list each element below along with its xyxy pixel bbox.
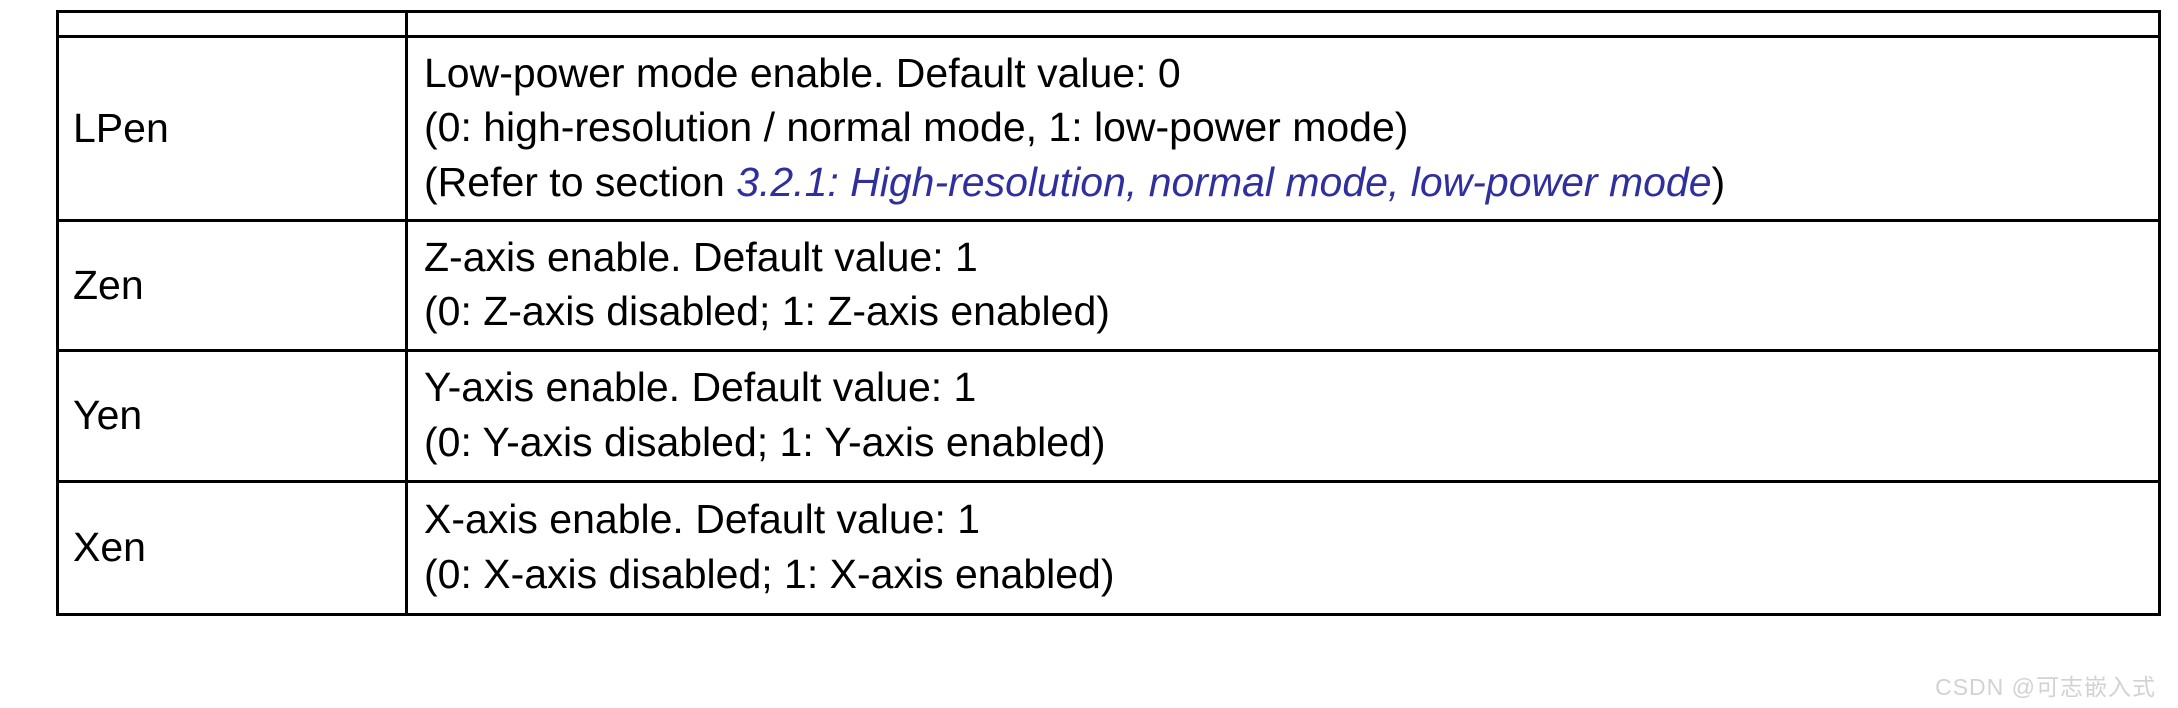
description-line: (0: Y-axis disabled; 1: Y-axis enabled) xyxy=(424,418,1106,465)
description-yen: Y-axis enable. Default value: 1 (0: Y-ax… xyxy=(405,348,2161,483)
table-row-xen: Xen X-axis enable. Default value: 1 (0: … xyxy=(56,479,2161,616)
table-row-yen: Yen Y-axis enable. Default value: 1 (0: … xyxy=(56,348,2161,483)
bit-name-lpen: LPen xyxy=(56,35,408,222)
description-line-section-reference: (Refer to section 3.2.1: High-resolution… xyxy=(424,155,2148,209)
description-zen: Z-axis enable. Default value: 1 (0: Z-ax… xyxy=(405,218,2161,352)
description-xen: X-axis enable. Default value: 1 (0: X-ax… xyxy=(405,479,2161,616)
refer-suffix-text: ) xyxy=(1711,158,1726,205)
description-lpen: Low-power mode enable. Default value: 0 … xyxy=(405,35,2161,222)
csdn-watermark: CSDN @可志嵌入式 xyxy=(1935,674,2156,700)
section-reference-link[interactable]: 3.2.1: High-resolution, normal mode, low… xyxy=(736,158,1712,205)
table-body: LPen Low-power mode enable. Default valu… xyxy=(56,10,2161,616)
description-line: X-axis enable. Default value: 1 xyxy=(424,496,981,543)
description-line: (0: X-axis disabled; 1: X-axis enabled) xyxy=(424,550,1115,597)
description-line: Z-axis enable. Default value: 1 xyxy=(424,233,978,280)
register-bitfield-table: LPen Low-power mode enable. Default valu… xyxy=(56,10,2161,616)
bit-name-zen: Zen xyxy=(56,218,408,352)
table-row-partial-top xyxy=(56,10,2161,38)
description-line: Low-power mode enable. Default value: 0 xyxy=(424,50,1181,96)
refer-prefix-text: (Refer to section xyxy=(424,158,737,205)
description-line: (0: high-resolution / normal mode, 1: lo… xyxy=(424,104,1409,151)
table-row-lpen: LPen Low-power mode enable. Default valu… xyxy=(56,35,2161,222)
description-line: Y-axis enable. Default value: 1 xyxy=(424,364,977,411)
bit-name-yen: Yen xyxy=(56,348,408,483)
table-row-zen: Zen Z-axis enable. Default value: 1 (0: … xyxy=(56,218,2161,352)
description-cell xyxy=(405,10,2161,38)
bit-name-xen: Xen xyxy=(56,479,408,616)
bit-name-cell xyxy=(56,10,408,38)
description-line: (0: Z-axis disabled; 1: Z-axis enabled) xyxy=(424,288,1110,335)
